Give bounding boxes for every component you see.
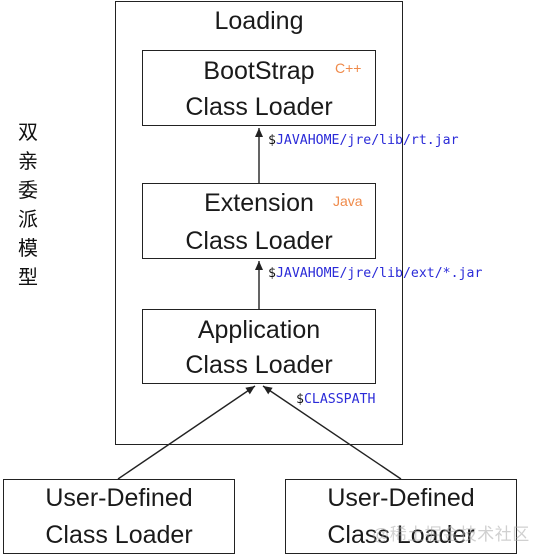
user-right-label-line1: User-Defined: [327, 484, 475, 512]
application-label-line2: Class Loader: [185, 351, 333, 379]
path-rt-text: JAVAHOME/jre/lib/rt.jar: [275, 133, 459, 148]
user-defined-class-loader-right: User-Defined Class Loader: [285, 479, 517, 554]
extension-label-line2: Class Loader: [185, 227, 333, 255]
path-classpath-text: CLASSPATH: [303, 392, 376, 407]
extension-label-line1: Extension: [204, 189, 314, 217]
path-label-rt-jar: $JAVAHOME/jre/lib/rt.jar: [268, 134, 459, 147]
application-label-line1: Application: [197, 316, 321, 344]
extension-class-loader: Extension Class Loader Java: [142, 183, 376, 259]
path-ext-dollar: $: [268, 266, 276, 281]
extension-lang-tag: Java: [333, 193, 363, 209]
bootstrap-label-line1: BootStrap: [203, 57, 315, 85]
side-title: 双亲委派模型: [18, 120, 38, 289]
user-defined-class-loader-left: User-Defined Class Loader: [3, 479, 235, 554]
path-label-ext-jar: $JAVAHOME/jre/lib/ext/*.jar: [268, 267, 482, 280]
loading-title: Loading: [214, 7, 304, 35]
application-class-loader: Application Class Loader: [142, 309, 376, 384]
arrow-user-left-to-application: [117, 385, 256, 480]
path-classpath-dollar: $: [296, 392, 304, 407]
bootstrap-label-line2: Class Loader: [185, 93, 333, 121]
path-label-classpath: $CLASSPATH: [296, 393, 375, 406]
bootstrap-lang-tag: C++: [335, 60, 362, 76]
arrow-user-right-to-application: [262, 385, 402, 480]
watermark: @稀土掘金技术社区: [372, 525, 530, 544]
user-left-label-line2: Class Loader: [45, 521, 193, 549]
path-ext-text: JAVAHOME/jre/lib/ext/*.jar: [275, 266, 483, 281]
bootstrap-class-loader: BootStrap Class Loader C++: [142, 50, 376, 126]
user-right-label-line2: Class Loader: [327, 521, 475, 549]
path-rt-dollar: $: [268, 133, 276, 148]
user-left-label-line1: User-Defined: [45, 484, 193, 512]
